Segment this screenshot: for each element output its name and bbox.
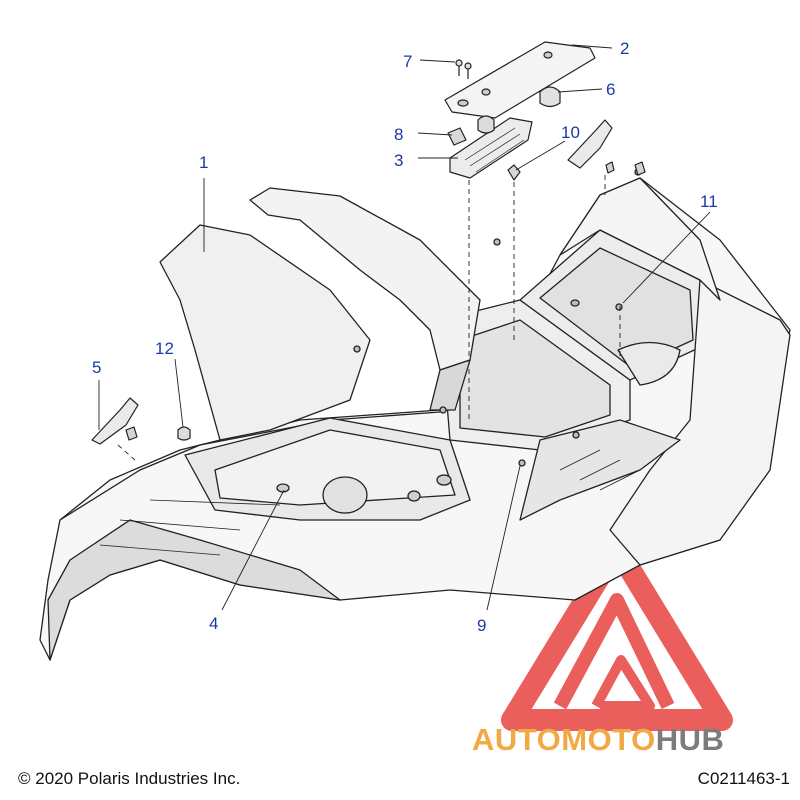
screw-part <box>455 59 472 79</box>
watermark-brand-text: AUTOMOTOHUB <box>472 722 724 758</box>
callout-5: 5 <box>92 358 101 377</box>
grommet-left-part <box>177 426 191 441</box>
leader-lines <box>98 44 711 611</box>
callout-7: 7 <box>403 52 412 71</box>
watermark-triangle-icon <box>501 537 733 731</box>
assembly-guide-lines <box>117 175 621 461</box>
side-trim-part <box>567 119 613 169</box>
callout-12: 12 <box>155 339 174 358</box>
copyright-text: © 2020 Polaris Industries Inc. <box>18 769 241 788</box>
callout-6: 6 <box>606 80 615 99</box>
bracket-part <box>444 41 596 119</box>
clip-part <box>447 127 467 146</box>
callout-3: 3 <box>394 151 403 170</box>
rear-cab-fender <box>39 168 791 661</box>
callout-10: 10 <box>561 123 580 142</box>
left-trim-part <box>91 397 139 445</box>
grommet-part <box>539 86 561 108</box>
plate-part <box>449 117 533 179</box>
brand-part-auto: AUTOMOTO <box>472 722 656 757</box>
callout-labels: 1 2 3 4 5 6 7 8 9 10 11 12 <box>92 39 718 635</box>
callout-11: 11 <box>700 192 718 211</box>
callout-2: 2 <box>620 39 629 58</box>
brand-part-hub: HUB <box>655 722 725 757</box>
figure-id: C0211463-1 <box>697 769 790 788</box>
push-clip-part <box>507 164 521 181</box>
callout-4: 4 <box>209 614 218 633</box>
callout-8: 8 <box>394 125 403 144</box>
callout-1: 1 <box>199 153 208 172</box>
callout-9: 9 <box>477 616 486 635</box>
